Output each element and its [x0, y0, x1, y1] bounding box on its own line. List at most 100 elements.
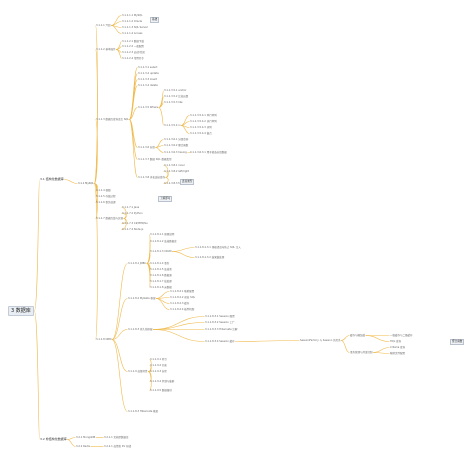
node-basic-ops[interactable]: 3.1.1.2 基本操作: [96, 48, 116, 51]
link-j1: [129, 119, 138, 178]
node-redis2[interactable]: 3.2.2 Redis: [76, 445, 90, 448]
node-hib-r1[interactable]: SessionFactory 与 Session 的关系: [300, 339, 341, 342]
node-mysql[interactable]: 3.1.1 MySQL: [78, 182, 94, 185]
node-orm-a7[interactable]: 3.1.1.8.1.7 批处理: [150, 280, 172, 283]
node-orm-a3-note[interactable]: 3.1.1.8.1.3.1 预编译语句防止 SQL 注入: [195, 246, 241, 249]
node-orm-a1[interactable]: 3.1.1.8.1.1 原理说明: [150, 233, 175, 236]
link-hib4: [152, 329, 205, 342]
link-g12: [155, 145, 164, 148]
node-b31[interactable]: 3.1 结构化数据库: [40, 177, 64, 181]
node-hib-r5[interactable]: HQL 查询: [390, 340, 402, 343]
node-j13[interactable]: 3.1.1.3.8.3 full: [164, 182, 183, 185]
node-redis-b[interactable]: 3.2.2.1 高性能 KV 存储: [104, 445, 131, 448]
link-hib-r2: [341, 335, 350, 341]
node-cmds[interactable]: 3.1.1.2.4 常用命令: [122, 57, 144, 60]
node-orm-a6[interactable]: 3.1.1.8.1.6 数据源: [150, 274, 172, 277]
node-hib[interactable]: 3.1.1.8.3 持久化框架: [128, 328, 153, 331]
node-b32[interactable]: 3.2 非结构化数据库: [40, 437, 67, 441]
node-view[interactable]: 3.1.1.4 视图: [96, 189, 111, 192]
link-b32: [33, 310, 40, 440]
node-o3[interactable]: 3.1.1.7.3 C#/PHP/Go: [122, 222, 148, 225]
node-j12[interactable]: 3.1.1.3.8.2 left/right: [164, 170, 190, 173]
node-hib2[interactable]: 3.1.1.8.3.2 Session 工厂: [205, 321, 235, 324]
node-orm-a2[interactable]: 3.1.1.8.1.2 连接数据库: [150, 240, 177, 243]
node-hib-r7[interactable]: 映射文件配置: [390, 352, 406, 355]
node-start[interactable]: 3.1.1.2.3 启动/关闭: [122, 51, 145, 54]
node-s44[interactable]: 3.1.1.3.5.4.4 集合: [190, 132, 212, 135]
node-orm-c[interactable]: 3.1.1.8.3 Hibernate 框架: [128, 410, 159, 413]
node-config[interactable]: 3.1.1.2.2 一般配置: [122, 45, 144, 48]
node-s-adv[interactable]: 3.1.1.9 高级特性: [128, 370, 148, 373]
node-orm-a4[interactable]: 3.1.1.8.1.4 事务: [150, 262, 170, 265]
node-orm-a5[interactable]: 3.1.1.8.1.5 连接池: [150, 268, 172, 271]
node-s-adv5[interactable]: 3.1.1.9.5 数据备份: [150, 389, 172, 392]
node-hib3[interactable]: 3.1.1.8.3.3 Hibernate 注解: [205, 328, 238, 331]
node-hib-r6[interactable]: Criteria 查询: [390, 346, 406, 349]
node-g1[interactable]: 3.1.1.3.6 分组: [138, 146, 155, 149]
node-hib-r2[interactable]: 缓存与懒加载: [350, 334, 366, 337]
node-index[interactable]: 3.1.1.6 事务处理: [96, 201, 116, 204]
node-orm-b1[interactable]: 3.1.1.8.2.1 映射配置: [170, 290, 195, 293]
node-orm-a3-note2[interactable]: 3.1.1.8.1.3.2 结果集处理: [195, 256, 225, 259]
node-delete[interactable]: 3.1.1.3.4 delete: [138, 84, 158, 87]
node-s2[interactable]: 3.1.1.3.5.2 比较运算: [164, 95, 189, 98]
node-o1[interactable]: 3.1.1.7.1 Java: [122, 206, 140, 209]
node-j11[interactable]: 3.1.1.3.8.1 inner: [164, 164, 185, 167]
node-s-adv1[interactable]: 3.1.1.9.1 索引: [150, 358, 167, 361]
node-oracle[interactable]: 3.1.1.1.2 Oracle: [122, 20, 143, 23]
link-g2: [129, 119, 138, 160]
node-sql-title[interactable]: 3.1.1.3 数据库查询语言 SQL: [96, 118, 129, 121]
link-g13: [155, 147, 164, 153]
node-other[interactable]: 3.1.1.7 数据库锁与实现: [96, 217, 124, 220]
node-s-adv3[interactable]: 3.1.1.9.3 分区: [150, 370, 167, 373]
node-intro[interactable]: 3.1.1.1 介绍: [96, 24, 111, 27]
node-s4[interactable]: 3.1.1.3.5.4 in: [164, 124, 181, 127]
node-install[interactable]: 3.1.1.2.1 数据下载: [122, 40, 144, 43]
node-s-adv4[interactable]: 3.1.1.9.4 复制与集群: [150, 380, 175, 383]
node-where[interactable]: 3.1.1.3.5 Where: [138, 106, 159, 109]
node-g13[interactable]: 3.1.1.3.6.3 having: [164, 151, 187, 154]
node-insert[interactable]: 3.1.1.3.3 insert: [138, 78, 158, 81]
node-sqlserver[interactable]: 3.1.1.1.3 SQL Server: [122, 26, 148, 29]
node-s42[interactable]: 3.1.1.3.5.4.2 多行单列: [190, 120, 217, 123]
node-orm-top[interactable]: 3.1.1.8.1 JDBC: [128, 262, 147, 265]
node-redis-a[interactable]: 3.2.1.1 文档型数据库: [104, 436, 129, 439]
node-update[interactable]: 3.1.1.3.2 update: [138, 72, 159, 75]
node-hib4[interactable]: 3.1.1.8.3.4 Session 缓存: [205, 340, 235, 343]
node-j1[interactable]: 3.1.1.3.8 多表连接查询: [138, 176, 165, 179]
node-access[interactable]: 3.1.1.1.4 Access: [122, 32, 143, 35]
link-redis-intro: [67, 437, 76, 440]
node-s1[interactable]: 3.1.1.3.5.1 and/or: [164, 89, 187, 92]
node-o2[interactable]: 3.1.1.7.2 Python: [122, 212, 143, 215]
node-mysql-intro[interactable]: 3.1.1.1.1 MySQL: [122, 14, 143, 17]
node-s-adv2[interactable]: 3.1.1.9.2 约束: [150, 364, 167, 367]
node-select[interactable]: 3.1.1.3.1 select: [138, 66, 158, 69]
link-orm-top: [111, 263, 128, 340]
node-g131[interactable]: 3.1.1.3.6.3.1 用于筛选分组数据: [190, 151, 227, 154]
link-orm-b: [111, 298, 128, 340]
node-orm-a8[interactable]: 3.1.1.8.1.8 元数据: [150, 286, 172, 289]
node-hib1[interactable]: 3.1.1.8.3.1 Session 配置: [205, 315, 235, 318]
node-orm[interactable]: 3.1.1.8 ORM: [96, 338, 112, 341]
link-b31: [33, 179, 40, 312]
node-redis-intro[interactable]: 3.2.1 MongoDB: [76, 436, 96, 439]
node-orm-b3[interactable]: 3.1.1.8.2.3 缓存: [170, 302, 190, 305]
node-hib-r4[interactable]: 一级缓存与二级缓存: [390, 334, 413, 337]
node-g12[interactable]: 3.1.1.3.6.2 聚合函数: [164, 144, 189, 147]
node-g2[interactable]: 3.1.1.3.7 数据 SQL 数据类型: [138, 158, 172, 161]
node-orm-b2[interactable]: 3.1.1.8.2.2 动态 SQL: [170, 296, 196, 299]
node-s41[interactable]: 3.1.1.3.5.4.1 单行单列: [190, 114, 217, 117]
node-g11[interactable]: 3.1.1.3.6.1 分组查询: [164, 138, 189, 141]
node-s3[interactable]: 3.1.1.3.5.3 like: [164, 101, 183, 104]
link-mysql-intro: [110, 15, 122, 26]
link-hib-r7: [373, 352, 390, 354]
node-trigger[interactable]: 3.1.1.5 存储过程: [96, 195, 116, 198]
node-orm-a3[interactable]: 3.1.1.8.1.3 CRUD: [150, 250, 172, 253]
node-orm-b4[interactable]: 3.1.1.8.2.4 插件机制: [170, 308, 195, 311]
node-orm-b[interactable]: 3.1.1.8.2 Mybatis 框架: [128, 297, 156, 300]
node-hib-r3[interactable]: 事务管理与并发控制: [350, 351, 373, 354]
node-root[interactable]: 3 数据库: [8, 306, 34, 316]
node-s43[interactable]: 3.1.1.3.5.4.3 多列: [190, 126, 212, 129]
node-o4[interactable]: 3.1.1.7.4 Node.js: [122, 228, 144, 231]
